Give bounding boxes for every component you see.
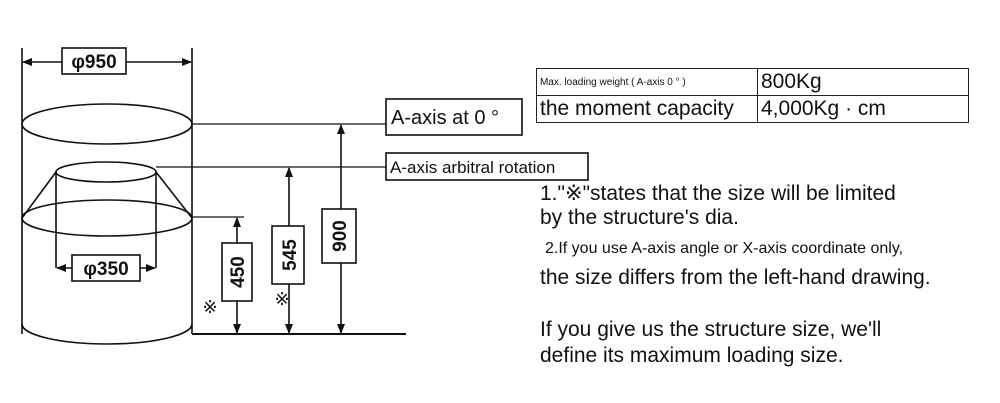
inner-dia-label: φ350 (83, 259, 128, 280)
inner-cylinder-top (55, 161, 157, 183)
h900-label: 900 (330, 220, 351, 252)
note-1-line-2: by the structure's dia. (540, 206, 739, 229)
h450-label: 450 (228, 256, 249, 288)
note-3-line-1: If you give us the structure size, we'll (540, 318, 882, 341)
max-loading-weight-label: Max. loading weight ( A-axis 0 ° ) (536, 68, 758, 96)
h545-box (271, 225, 305, 285)
h900-box (321, 208, 357, 264)
mark-545: ※ (274, 289, 289, 309)
a-axis-rotation-label: A-axis arbitral rotation (390, 158, 555, 177)
moment-capacity-label: the moment capacity (536, 95, 758, 123)
a-axis-rotation-box (385, 152, 589, 181)
moment-capacity-value: 4,000Kg · cm (757, 95, 969, 123)
table-row: Max. loading weight ( A-axis 0 ° ) 800Kg (536, 68, 969, 96)
spec-table: Max. loading weight ( A-axis 0 ° ) 800Kg… (536, 68, 969, 123)
h450-box (221, 242, 253, 302)
outer-cylinder-bottom (21, 323, 193, 345)
outer-dia-box (61, 47, 127, 75)
note-2-line-1: 2.If you use A-axis angle or X-axis coor… (545, 240, 904, 257)
h545-label: 545 (280, 239, 301, 271)
max-loading-weight-value: 800Kg (757, 68, 969, 96)
base-cylinder-top (21, 199, 193, 237)
note-3-line-2: define its maximum loading size. (540, 344, 844, 367)
a-axis-zero-label: A-axis at 0 ° (391, 107, 499, 129)
note-1-line-1: 1."※"states that the size will be limite… (540, 182, 896, 205)
note-2-line-2: the size differs from the left-hand draw… (540, 266, 931, 289)
cone-left-edge (21, 171, 57, 219)
cone-right-edge (155, 171, 193, 219)
outer-cylinder-top (21, 103, 193, 145)
outer-dia-label: φ950 (71, 52, 116, 73)
mark-450: ※ (202, 297, 217, 317)
a-axis-zero-box (385, 98, 523, 136)
inner-dia-box (71, 254, 141, 282)
table-row: the moment capacity 4,000Kg · cm (536, 95, 969, 123)
